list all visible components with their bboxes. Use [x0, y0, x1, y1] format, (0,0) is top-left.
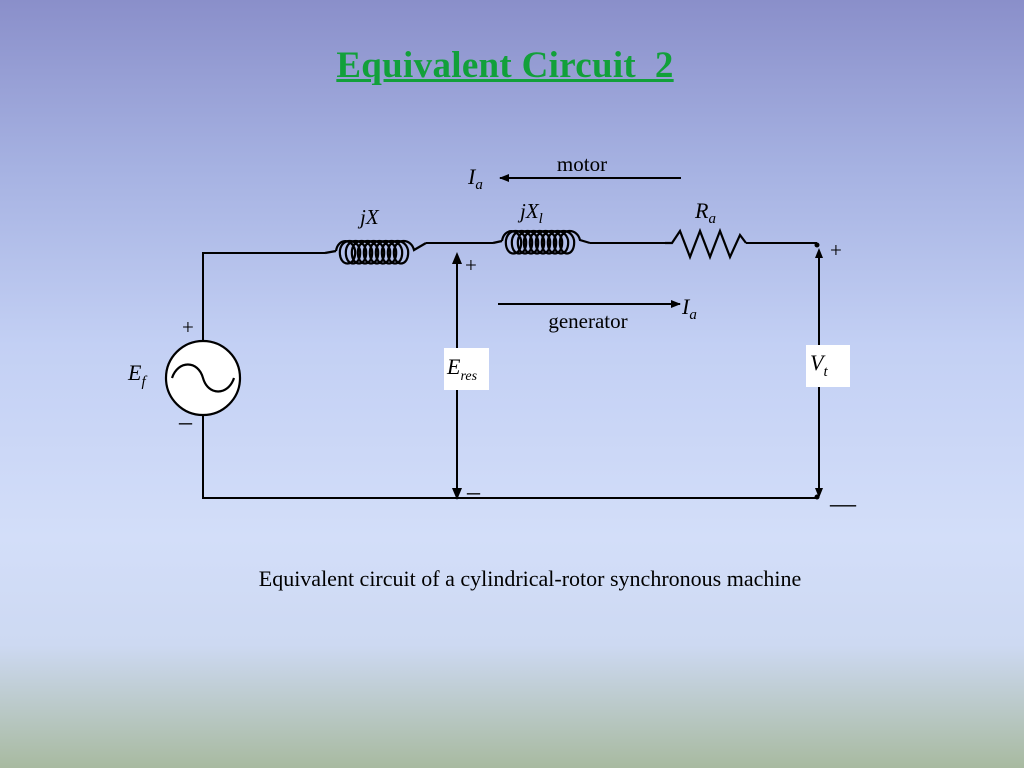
ac-source-ef	[164, 339, 242, 417]
eres-label-box	[444, 348, 489, 390]
eres-plus-sign: +	[465, 253, 477, 277]
source-ef-label: Ef	[127, 360, 147, 390]
vt-label-box	[806, 345, 850, 387]
slide-title: Equivalent Circuit_2	[336, 45, 674, 86]
resultant-eres-label: Eres	[446, 354, 478, 384]
eres-minus-sign: –	[466, 477, 481, 506]
leakage-reactance-label: jXl	[517, 199, 543, 227]
current-ia-motor: Ia	[467, 164, 483, 193]
terminal-dot-top	[814, 242, 820, 248]
armature-resistor	[665, 227, 747, 261]
slide-caption: Equivalent circuit of a cylindrical-roto…	[258, 566, 802, 591]
current-ia-generator: Ia	[681, 294, 697, 323]
sine-wave-icon	[170, 363, 236, 393]
resistance-label: Ra	[694, 198, 716, 227]
sync-reactance-label: jX	[357, 205, 380, 229]
source-minus-sign: –	[178, 407, 193, 436]
generator-label: generator	[548, 309, 627, 333]
vt-minus-sign: —	[829, 489, 857, 518]
leakage-reactance-inductor	[492, 229, 591, 255]
motor-label: motor	[557, 152, 607, 176]
sync-reactance-inductor	[324, 239, 427, 265]
source-plus-sign: +	[182, 315, 194, 339]
circuit-wires	[202, 242, 817, 499]
vt-plus-sign: +	[830, 238, 842, 262]
terminal-vt-label: Vt	[810, 350, 828, 380]
